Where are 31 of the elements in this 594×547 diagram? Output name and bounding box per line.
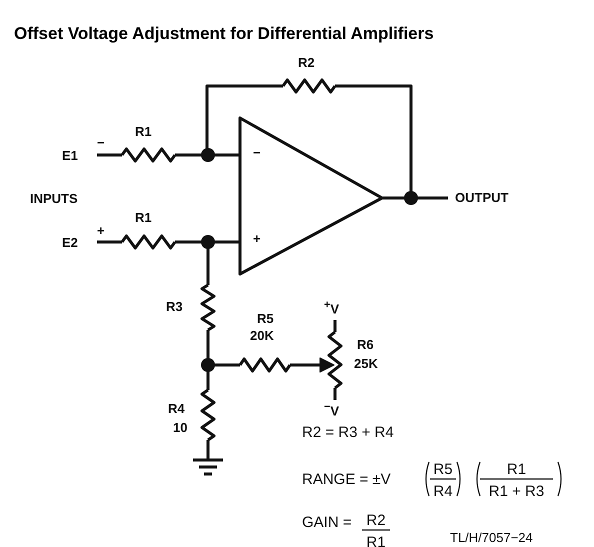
polarity-sign: +	[97, 224, 105, 237]
denominator: R1	[365, 535, 387, 547]
diagram-title: Offset Voltage Adjustment for Differential Amplifiers	[14, 24, 434, 44]
terminal-label: OUTPUT	[455, 191, 508, 204]
denominator: R1 + R3	[488, 484, 546, 499]
component-label: R4	[168, 402, 185, 415]
numerator: R2	[365, 513, 387, 528]
polarity-sign: −	[97, 136, 105, 149]
group-label: INPUTS	[30, 192, 78, 205]
component-label: R2	[298, 56, 315, 69]
supply-label: $^{−}$V	[324, 402, 339, 418]
equation-text: R2 = R3 + R4	[302, 425, 394, 440]
denominator: R4	[432, 484, 454, 499]
component-value: 20K	[250, 329, 274, 342]
polarity-sign: +	[253, 232, 261, 245]
terminal-label: E2	[62, 236, 78, 249]
equation-text: GAIN =	[302, 515, 352, 530]
numerator: R5	[432, 462, 454, 477]
supply-label: $^{+}$V	[324, 300, 339, 316]
component-label: R1	[135, 125, 152, 138]
polarity-sign: −	[253, 146, 261, 159]
component-label: R3	[166, 300, 183, 313]
component-label: R5	[257, 312, 274, 325]
component-label: R1	[135, 211, 152, 224]
figure-number: TL/H/7057−24	[450, 531, 533, 544]
numerator: R1	[506, 462, 528, 477]
component-label: R6	[357, 338, 374, 351]
component-value: 25K	[354, 357, 378, 370]
terminal-label: E1	[62, 149, 78, 162]
component-value: 10	[173, 421, 188, 434]
equation-text: RANGE = ±V	[302, 472, 391, 487]
